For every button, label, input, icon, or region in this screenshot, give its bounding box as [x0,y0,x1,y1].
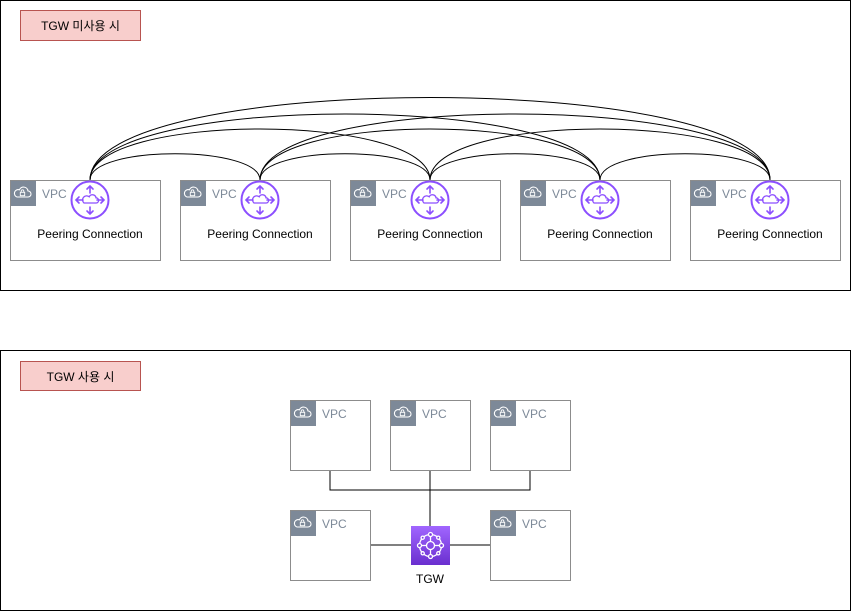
peering-label-5: Peering Connection [717,227,823,241]
tgw-connections [329,471,531,546]
bottom-panel-with-tgw [0,350,851,611]
vpc-router-icons [70,180,790,220]
cloud-lock-icon [181,181,206,206]
cloud-lock-icon [491,401,516,426]
title-no-tgw: TGW 미사용 시 [20,10,141,41]
peering-label-4: Peering Connection [547,227,653,241]
cloud-lock-icon [491,511,516,536]
peering-label-3: Peering Connection [377,227,483,241]
peering-connections [89,97,771,181]
vpc-label: VPC [382,187,407,201]
peering-label-1: Peering Connection [37,227,143,241]
vpc-label: VPC [322,407,347,421]
vpc-box-4: VPC [520,180,671,261]
vpc-label: VPC [522,517,547,531]
cloud-lock-icon [11,181,36,206]
peering-label-2: Peering Connection [207,227,313,241]
cloud-lock-icon [351,181,376,206]
cloud-lock-icon [521,181,546,206]
title-with-tgw: TGW 사용 시 [20,361,141,391]
vpc-label: VPC [322,517,347,531]
transit-gateway-icon [411,526,450,565]
vpc-label: VPC [722,187,747,201]
cloud-lock-icon [391,401,416,426]
vpc-label: VPC [422,407,447,421]
vpc-label: VPC [42,187,67,201]
vpc-label: VPC [552,187,577,201]
cloud-lock-icon [291,401,316,426]
cloud-lock-icons-bottom [293,406,512,528]
cloud-lock-icon [691,181,716,206]
vpc-label: VPC [522,407,547,421]
tgw-label: TGW [416,572,444,586]
vpc-label: VPC [212,187,237,201]
cloud-lock-icon [291,511,316,536]
